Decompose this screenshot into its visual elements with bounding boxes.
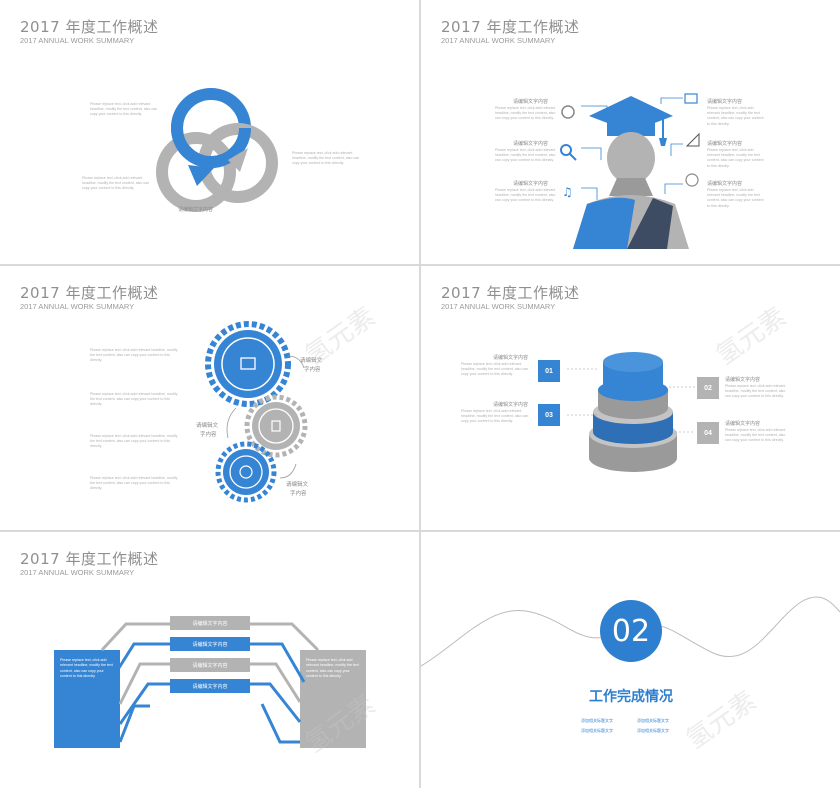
bullet-1: 添加相关标题文字 [581, 718, 613, 723]
slide-2[interactable]: 2017 年度工作概述 2017 ANNUAL WORK SUMMARY ♫ [421, 0, 840, 264]
stacked-cylinders-graphic [567, 352, 695, 472]
item-label-right-1: 请编辑文字内容 [707, 99, 743, 105]
desc-2: Please replace text, click add relevant … [90, 392, 178, 407]
desc-left-2: Please replace text, click add relevant … [495, 148, 556, 163]
slide-title: 2017 年度工作概述 [20, 18, 159, 36]
gear-label-2b: 字内容 [200, 432, 217, 438]
item-label-left-2: 请编辑文字内容 [513, 141, 549, 147]
slide-1[interactable]: 2017 年度工作概述 2017 ANNUAL WORK SUMMARY Ple… [0, 0, 419, 264]
desc-text-1: Please replace text, click add relevant … [90, 102, 158, 117]
gear-label-2a: 请编辑文 [196, 423, 219, 429]
desc-1: Please replace text, click add relevant … [90, 348, 178, 363]
arc-label: 请编辑文字内容 [178, 207, 214, 213]
slide-subtitle: 2017 ANNUAL WORK SUMMARY [441, 302, 556, 311]
desc-03: Please replace text, click add relevant … [461, 409, 529, 424]
slide-subtitle: 2017 ANNUAL WORK SUMMARY [441, 36, 556, 45]
panel-text-left: Please replace text, click add relevant … [60, 658, 113, 679]
item-label-left-1: 请编辑文字内容 [513, 99, 549, 105]
slide-title: 2017 年度工作概述 [441, 18, 580, 36]
panel-text-right: Please replace text, click add relevant … [306, 658, 359, 679]
desc-right-3: Please replace text, click add relevant … [707, 188, 764, 208]
graduate-graphic: ♫ [560, 93, 700, 249]
gear-label-3b: 字内容 [290, 491, 307, 497]
bullet-3: 添加相关标题文字 [581, 728, 613, 733]
flow-bar-2: 请编辑文字内容 [170, 637, 250, 651]
slide-5[interactable]: 2017 年度工作概述 2017 ANNUAL WORK SUMMARY 请编辑… [0, 532, 419, 788]
bullet-4: 添加相关标题文字 [637, 728, 669, 733]
desc-01: Please replace text, click add relevant … [461, 362, 529, 377]
step-box-03: 03 [538, 404, 560, 426]
item-label-02: 请编辑文字内容 [725, 377, 761, 383]
gear-label-1a: 请编辑文 [300, 358, 323, 364]
slide-3[interactable]: 2017 年度工作概述 2017 ANNUAL WORK SUMMARY Ple… [0, 266, 419, 530]
section-number-badge: 02 [600, 600, 662, 662]
item-label-01: 请编辑文字内容 [493, 355, 529, 361]
desc-left-1: Please replace text, click add relevant … [495, 106, 556, 121]
gear-label-1b: 字内容 [304, 367, 321, 373]
desc-right-1: Please replace text, click add relevant … [707, 106, 764, 126]
slide-subtitle: 2017 ANNUAL WORK SUMMARY [20, 36, 135, 45]
desc-right-2: Please replace text, click add relevant … [707, 148, 764, 168]
bullet-2: 添加相关标题文字 [637, 718, 669, 723]
desc-4: Please replace text, click add relevant … [90, 476, 178, 491]
flow-arrows-graphic [54, 622, 366, 748]
step-box-02: 02 [697, 377, 719, 399]
desc-text-2: Please replace text, click add relevant … [292, 151, 360, 166]
slide-4[interactable]: 2017 年度工作概述 2017 ANNUAL WORK SUMMARY 01 … [421, 266, 840, 530]
gears-graphic [205, 321, 308, 503]
section-heading: 工作完成情况 [589, 689, 673, 705]
slide-subtitle: 2017 ANNUAL WORK SUMMARY [20, 568, 135, 577]
svg-text:♫: ♫ [562, 185, 573, 199]
step-box-01: 01 [538, 360, 560, 382]
desc-3: Please replace text, click add relevant … [90, 434, 178, 449]
item-label-04: 请编辑文字内容 [725, 421, 761, 427]
slide-title: 2017 年度工作概述 [20, 550, 159, 568]
item-label-right-2: 请编辑文字内容 [707, 141, 743, 147]
desc-02: Please replace text, click add relevant … [725, 384, 786, 399]
flow-bar-4: 请编辑文字内容 [170, 679, 250, 693]
desc-04: Please replace text, click add relevant … [725, 428, 786, 443]
item-label-left-3: 请编辑文字内容 [513, 181, 549, 187]
slide-6[interactable]: 02 工作完成情况 添加相关标题文字 添加相关标题文字 添加相关标题文字 添加相… [421, 532, 840, 788]
item-label-right-3: 请编辑文字内容 [707, 181, 743, 187]
flow-bar-3: 请编辑文字内容 [170, 658, 250, 672]
step-box-04: 04 [697, 422, 719, 444]
slide-title: 2017 年度工作概述 [20, 284, 159, 302]
item-label-03: 请编辑文字内容 [493, 402, 529, 408]
slide-title: 2017 年度工作概述 [441, 284, 580, 302]
cycle-arrows-graphic [156, 88, 278, 212]
flow-bar-1: 请编辑文字内容 [170, 616, 250, 630]
gear-label-3a: 请编辑文 [286, 482, 309, 488]
desc-text-3: Please replace text, click add relevant … [82, 176, 150, 191]
slide-subtitle: 2017 ANNUAL WORK SUMMARY [20, 302, 135, 311]
desc-left-3: Please replace text, click add relevant … [495, 188, 556, 203]
